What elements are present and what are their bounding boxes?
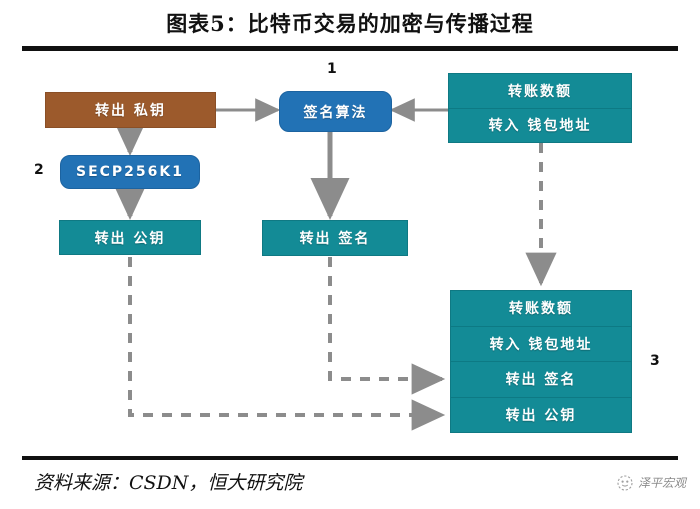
- source-note: 资料来源：CSDN，恒大研究院: [34, 472, 303, 494]
- source-divider-rule: [22, 456, 678, 460]
- table-row: 转账数额: [449, 74, 631, 109]
- watermark-logo-icon: [617, 474, 633, 491]
- connector-public-key-to-tx-broadcast: [128, 257, 446, 431]
- table-row: 转入 钱包地址: [451, 327, 631, 362]
- title-divider-rule: [22, 46, 678, 51]
- node-private-key[interactable]: 转出 私钥: [45, 92, 216, 128]
- diagram-canvas: 1 2 3 转出 私钥 SECP256K1 转出 公钥 签名算法 转出 签名 转…: [0, 52, 700, 452]
- connector-signature-to-tx-broadcast: [328, 257, 446, 395]
- table-row: 转出 公钥: [505, 407, 577, 424]
- table-row: 转账数额: [451, 291, 631, 327]
- table-tx-input[interactable]: 转账数额 转入 钱包地址: [448, 73, 632, 143]
- table-row: 转入 钱包地址: [488, 118, 592, 135]
- watermark: 泽平宏观: [617, 474, 686, 491]
- node-signature[interactable]: 转出 签名: [262, 220, 408, 256]
- node-public-key[interactable]: 转出 公钥: [59, 220, 201, 255]
- step-label-1: 1: [327, 61, 337, 77]
- node-signature-algorithm[interactable]: 签名算法: [279, 91, 392, 132]
- node-secp256k1[interactable]: SECP256K1: [60, 155, 200, 189]
- step-label-3: 3: [650, 353, 660, 369]
- page-title: 图表5：比特币交易的加密与传播过程: [166, 11, 534, 36]
- watermark-text: 泽平宏观: [637, 476, 686, 490]
- table-tx-broadcast[interactable]: 转账数额 转入 钱包地址 转出 签名 转出 公钥: [450, 290, 632, 433]
- step-label-2: 2: [34, 162, 44, 178]
- table-row: 转出 签名: [451, 362, 631, 398]
- connector-layer: [110, 98, 557, 431]
